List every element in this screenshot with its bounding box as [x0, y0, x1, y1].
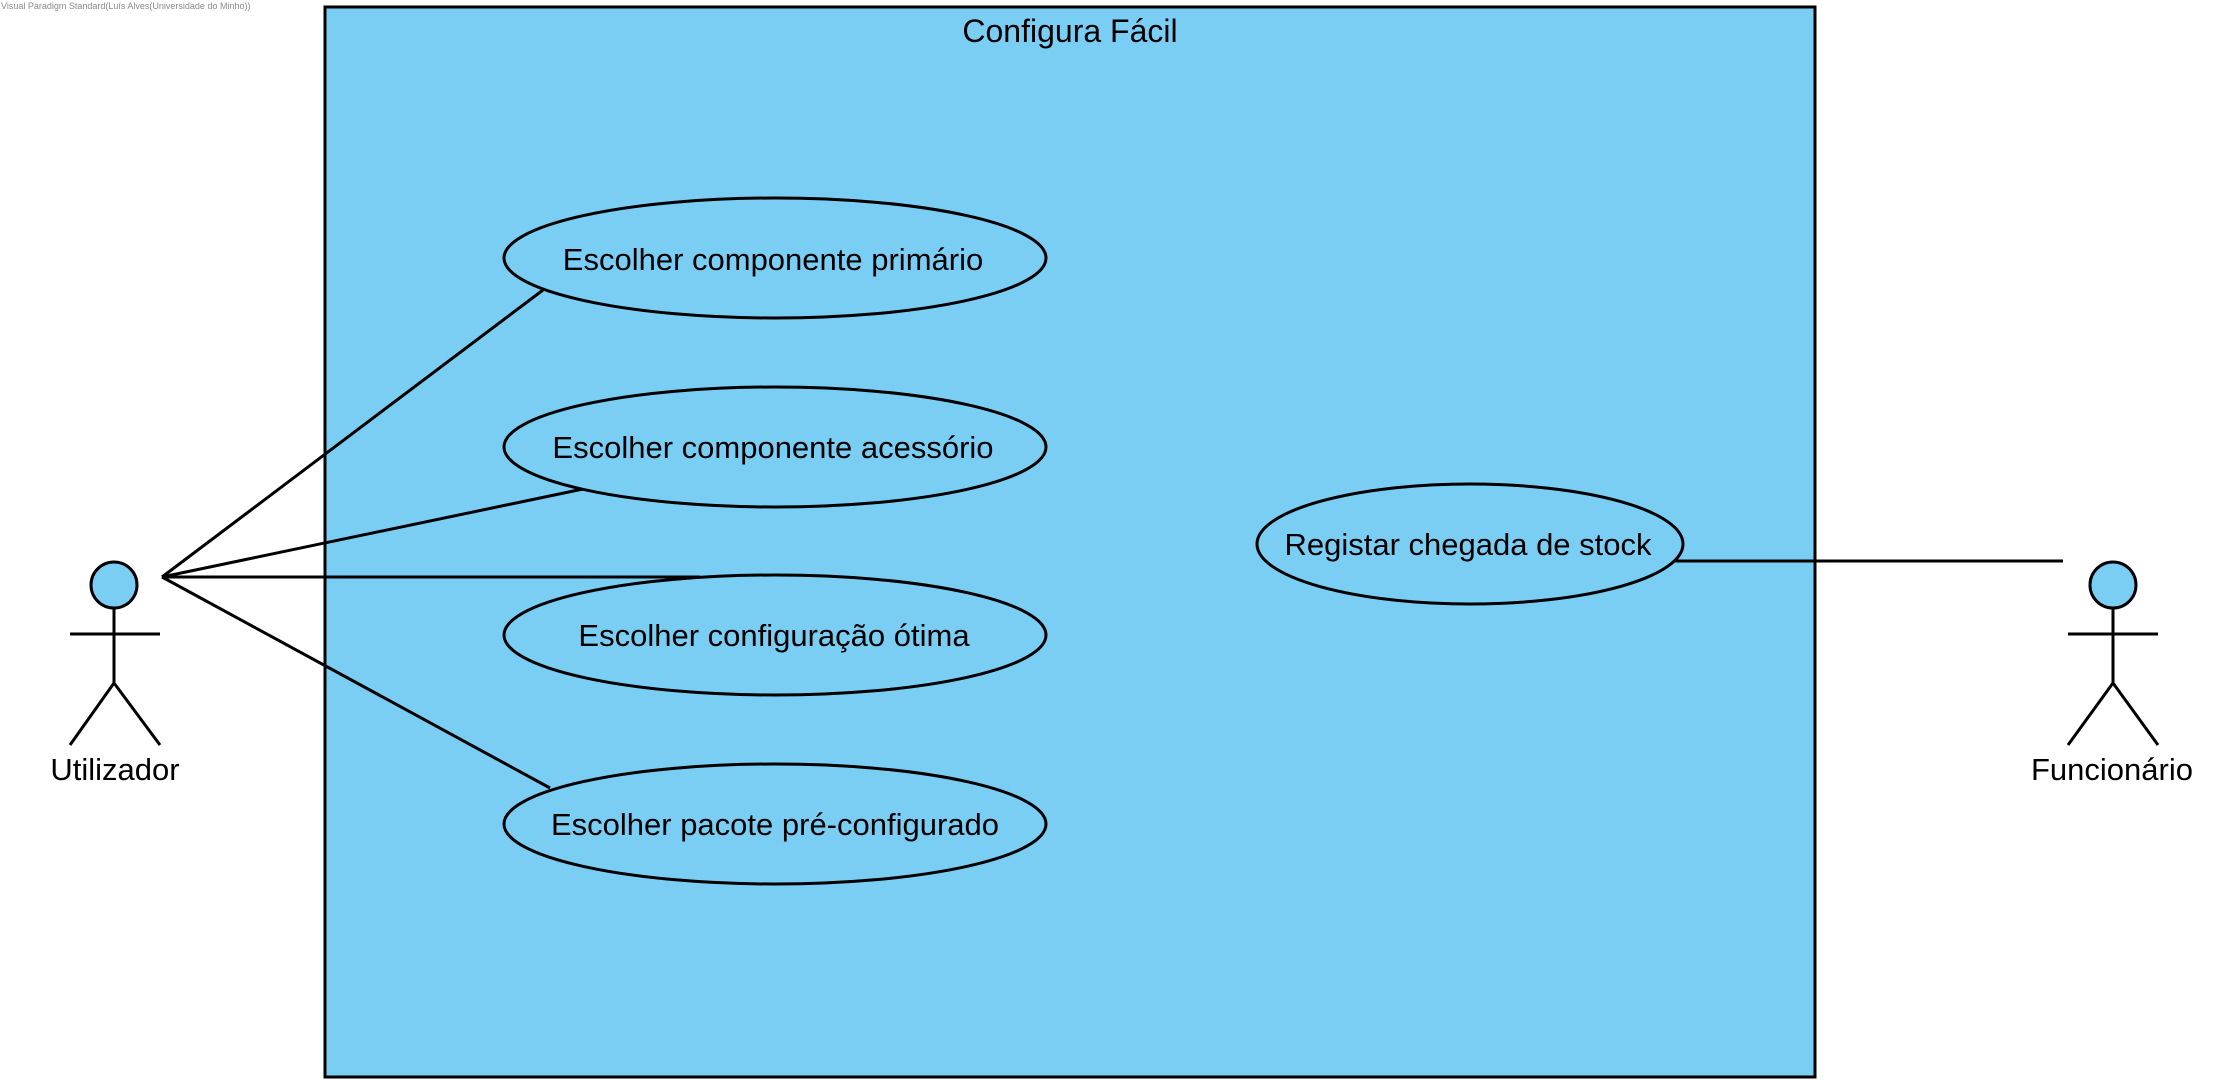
- use-case-ellipse: [502, 573, 1048, 697]
- use-case-label: Registar chegada de stock: [1284, 527, 1652, 562]
- use-case-escolher-componente-primario[interactable]: Escolher componente primário: [502, 196, 1048, 320]
- actor-left-leg-icon: [68, 682, 116, 746]
- use-case-label: Escolher componente acessório: [552, 430, 993, 465]
- use-case-registar-chegada-de-stock[interactable]: Registar chegada de stock: [1255, 482, 1685, 606]
- actor-head-icon: [2088, 560, 2138, 610]
- use-case-ellipse: [502, 196, 1048, 320]
- use-case-label: Escolher pacote pré-configurado: [551, 807, 999, 842]
- association-utilizador-componente-acessorio[interactable]: [161, 487, 584, 579]
- use-case-escolher-pacote-pre-configurado[interactable]: Escolher pacote pré-configurado: [502, 762, 1048, 886]
- use-case-label: Escolher configuração ótima: [578, 618, 970, 653]
- actor-right-leg-icon: [2111, 682, 2160, 746]
- use-case-escolher-componente-acessorio[interactable]: Escolher componente acessório: [502, 385, 1048, 509]
- use-case-ellipse: [502, 385, 1048, 509]
- actor-funcionario[interactable]: Funcionário: [2031, 560, 2193, 787]
- association-utilizador-componente-primario[interactable]: [161, 288, 544, 579]
- system-title: Configura Fácil: [962, 13, 1177, 49]
- use-case-escolher-configuracao-otima[interactable]: Escolher configuração ótima: [502, 573, 1048, 697]
- actor-left-leg-icon: [2066, 682, 2115, 746]
- use-case-ellipse: [502, 762, 1048, 886]
- use-case-ellipse: [1255, 482, 1685, 606]
- actor-label: Funcionário: [2031, 752, 2193, 787]
- watermark-text: Visual Paradigm Standard(Luís Alves(Univ…: [1, 1, 250, 11]
- association-utilizador-pacote-pre-configurado[interactable]: [161, 575, 551, 790]
- actor-right-leg-icon: [112, 682, 162, 746]
- actor-utilizador[interactable]: Utilizador: [50, 560, 180, 787]
- actor-label: Utilizador: [50, 752, 179, 787]
- actor-head-icon: [89, 560, 139, 610]
- use-case-label: Escolher componente primário: [563, 242, 983, 277]
